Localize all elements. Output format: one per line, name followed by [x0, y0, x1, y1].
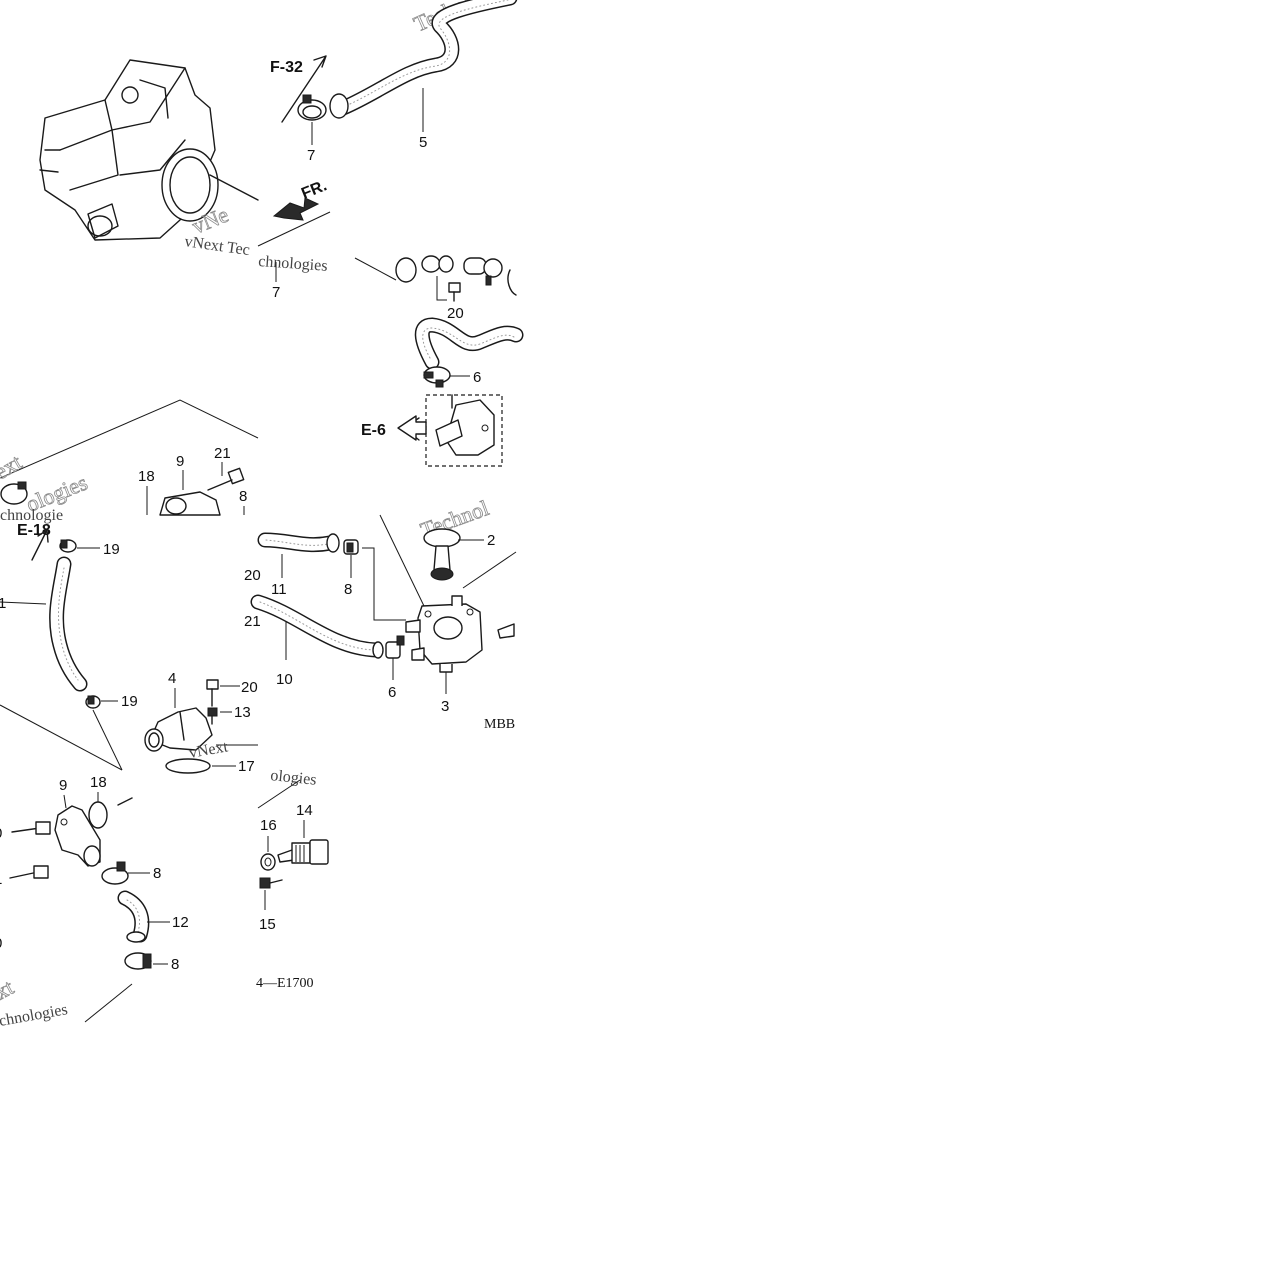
callout-21: 21	[214, 445, 231, 462]
callout-13: 13	[234, 704, 251, 721]
callout-8: 8	[153, 865, 161, 882]
callout-18: 18	[90, 774, 107, 791]
tile-upper-hose: Technolo F-32 7 5 FR.	[257, 0, 518, 247]
washer-16	[260, 853, 276, 871]
callout-14: 14	[296, 802, 313, 819]
callout-8: 8	[171, 956, 179, 973]
throttle-body-drawing	[39, 59, 259, 241]
watermark: chnologie	[0, 507, 63, 524]
clamp-8	[343, 539, 359, 555]
callout-19: 19	[121, 693, 138, 710]
callout-4: 4	[168, 670, 176, 687]
water-joint-9	[54, 805, 101, 867]
ref-f32: F-32	[270, 59, 303, 76]
callout-7: 7	[272, 284, 280, 301]
callout-20: 20	[447, 305, 464, 322]
tile-bypass-hose: chnologies 7 20 6	[258, 253, 524, 467]
ref-e18: E-18	[17, 522, 51, 539]
bolt-13	[207, 707, 218, 725]
callout-6: 6	[388, 684, 396, 701]
callout-8: 8	[239, 488, 247, 505]
sensor-15	[259, 877, 283, 889]
clamp	[421, 255, 441, 273]
clamp-7	[297, 94, 327, 121]
callout-8: 8	[344, 581, 352, 598]
callout-0: 0	[0, 825, 2, 842]
tile-water-outlet: ext ologies 9 21 18 8	[0, 399, 259, 517]
clamp-6	[385, 635, 405, 659]
ref-e6: E-6	[361, 422, 386, 439]
watermark: chnologies	[0, 1001, 69, 1030]
diagram-code: 4—E1700	[256, 976, 314, 991]
callout-9: 9	[59, 777, 67, 794]
tile-lower-hoses: 9 18 0 1 8 12	[0, 774, 189, 1030]
callout-15: 15	[259, 916, 276, 933]
sensor-14	[277, 839, 329, 865]
clamp	[438, 255, 454, 273]
callout-21: 21	[244, 613, 261, 630]
callout-6: 6	[473, 369, 481, 386]
tile-temperature-sensor: ologies 14 16 15 4—E1700	[256, 767, 329, 991]
thermostat-housing-3	[405, 595, 515, 673]
callout-18: 18	[138, 468, 155, 485]
bolt	[11, 821, 51, 835]
bolt-20	[206, 679, 219, 707]
ref-front: FR.	[299, 177, 329, 202]
front-arrow: FR.	[272, 177, 329, 221]
watermark: ext	[0, 449, 26, 484]
o-ring-17	[165, 758, 211, 774]
water-pump-detail	[435, 394, 495, 456]
clamp-8	[101, 861, 129, 885]
callout-1: 1	[0, 595, 6, 612]
bolt-20	[448, 282, 461, 302]
clamp-6	[423, 366, 451, 388]
callout-11: 11	[271, 581, 287, 598]
outlet-housing	[159, 491, 221, 516]
callout-9: 9	[176, 453, 184, 470]
callout-5: 5	[419, 134, 427, 151]
diagram-code: MBB	[484, 717, 515, 732]
callout-10: 10	[276, 671, 293, 688]
callout-20: 20	[241, 679, 258, 696]
watermark: xt	[0, 974, 17, 1004]
callout-20: 20	[244, 567, 261, 584]
bolt-21	[207, 467, 245, 491]
clamp-19	[85, 695, 101, 709]
watermark: ologies	[270, 767, 318, 789]
water-outlet-4	[144, 707, 213, 752]
callout-17: 17	[238, 758, 255, 775]
tile-thermostat: Technol 2 8 20 11 21 10	[244, 495, 517, 732]
tile-radiator-hose: chnologie E-18 19 1 19 4	[0, 507, 258, 775]
o-ring-18	[88, 801, 108, 829]
clamp	[395, 257, 417, 283]
tile-throttle-body: vNext Tec vNe	[39, 59, 259, 259]
hose-end	[329, 93, 349, 119]
clamp-8	[124, 952, 152, 970]
callout-0: 0	[0, 935, 2, 952]
callout-2: 2	[487, 532, 495, 549]
callout-1: 1	[0, 871, 2, 888]
clamp	[0, 481, 28, 505]
hose-joint	[463, 257, 487, 275]
watermark: vNext	[188, 738, 230, 762]
callout-16: 16	[260, 817, 277, 834]
thermostat-2	[423, 528, 461, 581]
callout-7: 7	[307, 147, 315, 164]
clamp-19	[59, 539, 77, 553]
watermark: vNext Tec	[183, 233, 250, 259]
callout-3: 3	[441, 698, 449, 715]
clamp	[483, 258, 503, 278]
bolt	[9, 865, 49, 879]
callout-19: 19	[103, 541, 120, 558]
callout-12: 12	[172, 914, 189, 931]
detail-box	[425, 394, 503, 467]
watermark: chnologies	[258, 253, 328, 275]
